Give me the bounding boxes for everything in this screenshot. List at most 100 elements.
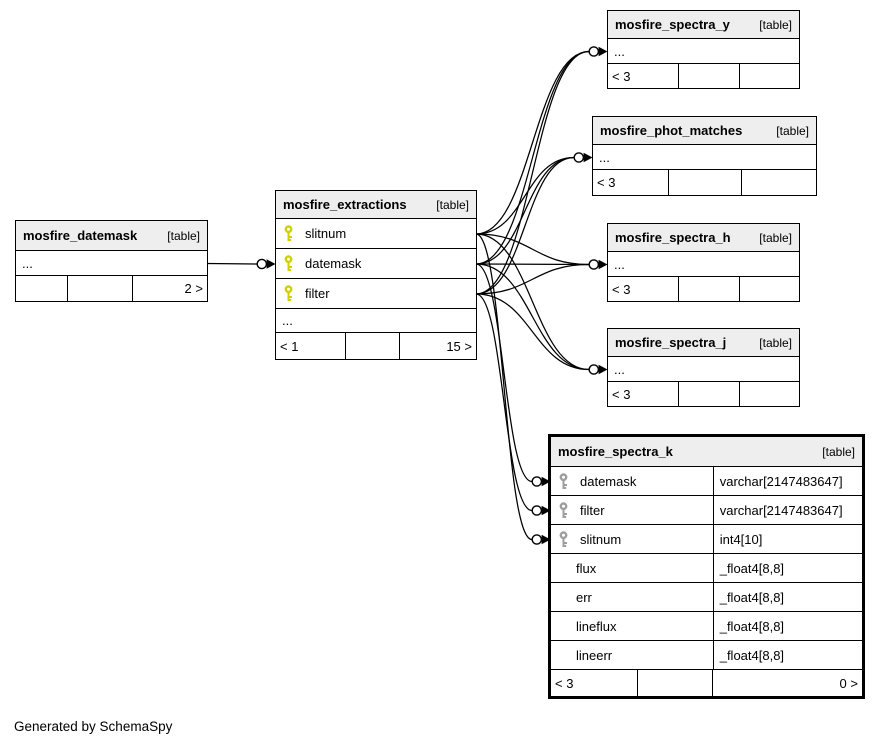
- table-footer: < 1 15 >: [276, 333, 476, 359]
- footer-cell-left[interactable]: < 3: [608, 382, 679, 406]
- schemaspy-credit: Generated by SchemaSpy: [14, 719, 173, 734]
- footer-cell-mid: [669, 170, 743, 195]
- hidden-columns-row: ...: [276, 309, 476, 333]
- column-row-slitnum: slitnum: [276, 219, 476, 249]
- footer-cell-left[interactable]: < 1: [276, 333, 346, 359]
- table-name-link[interactable]: mosfire_phot_matches: [600, 123, 743, 138]
- footer-cell-left[interactable]: < 3: [593, 170, 669, 195]
- footer-cell-right: [742, 170, 816, 195]
- table-footer: < 3: [608, 277, 799, 301]
- footer-cell-left[interactable]: < 3: [608, 64, 679, 88]
- column-row-datemask: datemask varchar[2147483647]: [551, 467, 862, 496]
- hidden-columns-row: ...: [593, 145, 816, 170]
- column-name: datemask: [305, 256, 362, 271]
- table-mosfire_spectra_k[interactable]: mosfire_spectra_k [table] datemask varchar[…: [548, 434, 865, 699]
- footer-cell-mid: [346, 333, 400, 359]
- table-footer: < 3 0 >: [551, 670, 862, 696]
- column-name-cell: lineerr: [551, 641, 713, 669]
- footer-count: < 3: [612, 281, 631, 297]
- hidden-columns-row: ...: [608, 39, 799, 64]
- table-mosfire_datemask[interactable]: mosfire_datemask[table]...2 >: [15, 220, 208, 302]
- table-name-link[interactable]: mosfire_datemask: [23, 228, 138, 243]
- column-name: lineflux: [576, 618, 617, 634]
- column-type-cell: _float4[8,8]: [712, 641, 862, 669]
- column-name: slitnum: [580, 531, 622, 547]
- footer-cell-right[interactable]: 2 >: [133, 276, 207, 301]
- column-row-slitnum: slitnum int4[10]: [551, 525, 862, 554]
- column-name-cell: filter: [276, 279, 476, 308]
- column-type-cell: varchar[2147483647]: [712, 467, 862, 495]
- table-type-tag: [table]: [759, 17, 792, 32]
- column-name-cell: err: [551, 583, 713, 611]
- footer-cell-mid: [679, 382, 740, 406]
- table-name-link[interactable]: mosfire_extractions: [283, 197, 407, 212]
- table-mosfire_extractions[interactable]: mosfire_extractions [table] slitnum datemas…: [275, 190, 477, 360]
- footer-count: 0 >: [839, 675, 858, 691]
- column-name-cell: flux: [551, 554, 713, 582]
- footer-count: < 3: [612, 386, 631, 402]
- table-type-tag: [table]: [759, 335, 792, 350]
- footer-cell-left[interactable]: < 3: [608, 277, 679, 301]
- ellipsis-label: ...: [614, 43, 625, 59]
- table-name-link[interactable]: mosfire_spectra_y: [615, 17, 730, 32]
- footer-cell-right[interactable]: 0 >: [713, 670, 862, 696]
- footer-cell-left[interactable]: < 3: [551, 670, 639, 696]
- table-footer: < 3: [593, 170, 816, 195]
- table-header: mosfire_spectra_h [table]: [608, 224, 799, 252]
- table-type-tag: [table]: [759, 230, 792, 245]
- table-header: mosfire_spectra_y [table]: [608, 11, 799, 39]
- column-row-filter: filter: [276, 279, 476, 309]
- column-datatype: int4[10]: [719, 531, 763, 547]
- table-type-tag: [table]: [822, 444, 855, 459]
- column-datatype: varchar[2147483647]: [719, 473, 843, 489]
- column-name-cell: slitnum: [276, 219, 476, 248]
- primary-key-icon: [559, 501, 568, 518]
- column-name: filter: [580, 502, 605, 518]
- column-name: lineerr: [576, 647, 613, 663]
- table-header: mosfire_extractions [table]: [276, 191, 476, 219]
- column-type-cell: int4[10]: [712, 525, 862, 553]
- column-datatype: _float4[8,8]: [719, 647, 785, 663]
- column-name: slitnum: [305, 226, 347, 241]
- footer-count: 2 >: [184, 281, 203, 296]
- footer-cell-right[interactable]: 15 >: [400, 333, 476, 359]
- table-type-tag: [table]: [436, 197, 469, 212]
- column-row-err: err _float4[8,8]: [551, 583, 862, 612]
- table-name-link[interactable]: mosfire_spectra_k: [558, 444, 673, 459]
- footer-cell-right: [740, 277, 799, 301]
- ellipsis-label: ...: [614, 256, 625, 272]
- footer-cell-mid: [679, 277, 740, 301]
- footer-cell-mid: [679, 64, 740, 88]
- table-mosfire_spectra_y[interactable]: mosfire_spectra_y [table]... < 3: [607, 10, 800, 89]
- table-footer: 2 >: [16, 276, 207, 301]
- ellipsis-label: ...: [22, 255, 33, 271]
- table-mosfire_spectra_j[interactable]: mosfire_spectra_j [table]... < 3: [607, 328, 800, 407]
- column-row-lineerr: lineerr _float4[8,8]: [551, 641, 862, 670]
- column-type-cell: _float4[8,8]: [712, 583, 862, 611]
- footer-count: < 1: [280, 338, 299, 354]
- primary-key-icon: [559, 472, 568, 489]
- column-row-lineflux: lineflux _float4[8,8]: [551, 612, 862, 641]
- ellipsis-label: ...: [599, 149, 610, 165]
- table-name-link[interactable]: mosfire_spectra_h: [615, 230, 731, 245]
- table-name-link[interactable]: mosfire_spectra_j: [615, 335, 727, 350]
- footer-cell-left: [16, 276, 68, 301]
- table-footer: < 3: [608, 382, 799, 406]
- column-type-cell: _float4[8,8]: [712, 612, 862, 640]
- column-datatype: _float4[8,8]: [719, 589, 785, 605]
- table-mosfire_spectra_h[interactable]: mosfire_spectra_h [table]... < 3: [607, 223, 800, 302]
- table-header: mosfire_spectra_k [table]: [551, 437, 862, 467]
- column-name-cell: datemask: [551, 467, 713, 495]
- table-mosfire_phot_matches[interactable]: mosfire_phot_matches[table]...< 3: [592, 116, 817, 196]
- column-row-datemask: datemask: [276, 249, 476, 279]
- footer-count: < 3: [597, 175, 616, 190]
- hidden-columns-row: ...: [608, 357, 799, 382]
- footer-count: < 3: [612, 68, 631, 84]
- table-header: mosfire_spectra_j [table]: [608, 329, 799, 357]
- column-datatype: _float4[8,8]: [719, 560, 785, 576]
- column-name-cell: datemask: [276, 249, 476, 278]
- footer-cell-right: [740, 64, 799, 88]
- column-type-cell: _float4[8,8]: [712, 554, 862, 582]
